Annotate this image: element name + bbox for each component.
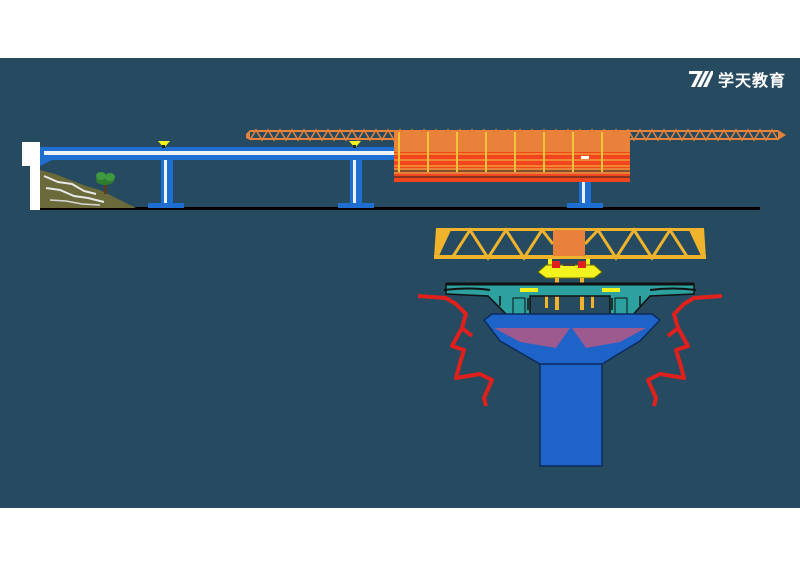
truss-web [583, 227, 690, 261]
formwork-post [427, 132, 429, 172]
brand-logo: 学天教育 [688, 68, 786, 90]
abutment [22, 142, 136, 210]
elevation-pier-2 [338, 160, 374, 208]
jack-carriage [537, 259, 603, 279]
elevation-pier-3 [567, 178, 603, 208]
completed-girder [40, 147, 396, 166]
side-frame-left [417, 294, 494, 407]
formwork-post [601, 132, 603, 172]
slide-canvas: 学天教育 [0, 58, 800, 508]
bridge-construction-diagram [22, 128, 786, 467]
elevation-view [22, 128, 786, 210]
marker-2-icon [349, 141, 361, 148]
box-girder-section [443, 282, 697, 319]
hillside [40, 170, 136, 208]
side-frame-right [646, 294, 723, 407]
pier-cap-wedge-right [572, 328, 646, 348]
formwork-post [485, 132, 487, 172]
truss-center-block [553, 230, 585, 256]
xuetian-logo-icon [688, 71, 713, 87]
pier-cap-wedge-left [494, 328, 570, 348]
formwork-post [456, 132, 458, 172]
scaffold-formwork [394, 132, 630, 182]
formwork-post [572, 132, 574, 172]
truss-web [450, 227, 555, 261]
formwork-post [514, 132, 516, 172]
elevation-pier-1 [148, 160, 184, 208]
section-truss [434, 227, 706, 261]
brand-name: 学天教育 [717, 71, 786, 90]
formwork-post [398, 132, 400, 172]
formwork-post [543, 132, 545, 172]
tree-icon [96, 172, 115, 194]
section-view [417, 227, 723, 467]
ground-line [40, 207, 760, 210]
section-pier [482, 313, 662, 467]
marker-1-icon [158, 141, 170, 148]
